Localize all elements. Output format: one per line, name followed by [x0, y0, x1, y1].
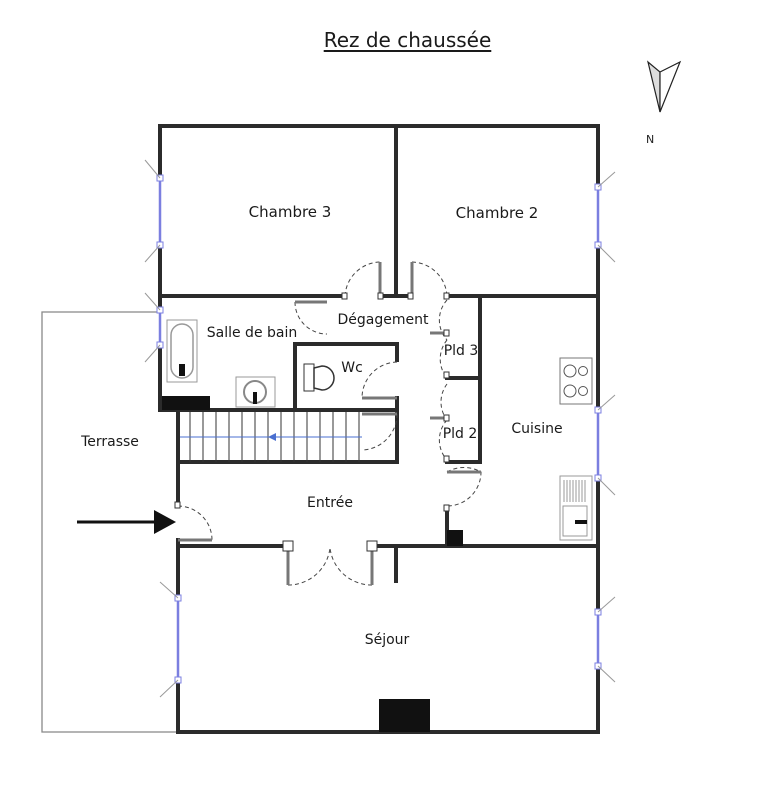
windows [158, 178, 600, 680]
room-label-cuisine: Cuisine [511, 421, 563, 437]
room-label-sejour: Séjour [364, 632, 410, 648]
bathroom-cabinet [162, 396, 210, 410]
room-label-chambre-2: Chambre 2 [455, 204, 539, 222]
door-jambs [174, 292, 450, 552]
room-label-entree: Entrée [307, 495, 353, 511]
cooktop [559, 357, 593, 405]
room-label-pld-2: Pld 2 [442, 426, 478, 442]
room-label-terrasse: Terrasse [81, 434, 139, 450]
window-swing-lines [144, 159, 616, 698]
toilet [303, 363, 335, 392]
kitchen-column [447, 530, 463, 546]
room-label-wc: Wc [341, 360, 363, 376]
compass-north-icon [646, 60, 682, 113]
walls [158, 124, 600, 734]
door-leaves [178, 262, 481, 585]
compass-label: N [646, 133, 655, 146]
plan-title: Rez de chaussée [323, 28, 492, 52]
terrasse-outline [41, 311, 178, 733]
fireplace [379, 699, 430, 732]
door-swings [177, 261, 482, 586]
room-label-salle-de-bain: Salle de bain [206, 325, 298, 341]
room-label-chambre-3: Chambre 3 [248, 203, 332, 221]
room-label-pld-3: Pld 3 [443, 343, 479, 359]
entrance-arrow-icon [77, 510, 176, 534]
washbasin [235, 376, 276, 408]
kitchen-sink [559, 475, 593, 541]
room-label-degagement: Dégagement [337, 312, 429, 328]
bathtub [166, 319, 198, 383]
stair-arrow-icon [268, 433, 276, 441]
